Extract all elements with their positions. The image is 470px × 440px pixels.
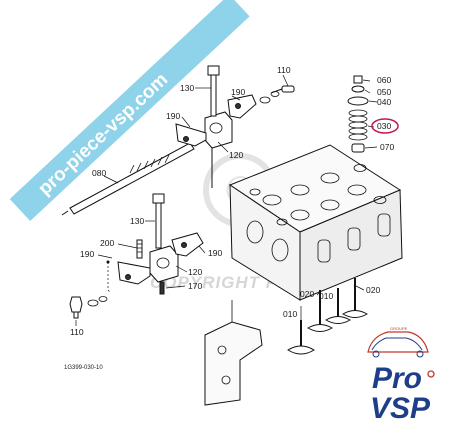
label-110-top: 110: [277, 65, 291, 75]
label-120-top: 120: [229, 150, 243, 160]
label-080: 080: [92, 168, 106, 178]
label-130-mid: 130: [130, 216, 144, 226]
pin-170: [159, 281, 165, 295]
valve-020-a: [307, 290, 333, 332]
spring-retainer-040: [347, 96, 369, 106]
valve-spring-030: [348, 109, 368, 141]
logo-vsp-text: VSP: [370, 392, 431, 425]
rocker-shaft-080: [61, 142, 195, 216]
label-010-a: 010: [283, 309, 297, 319]
label-190-d: 190: [208, 248, 222, 258]
valve-spring-stack: [347, 75, 369, 153]
valve-cap-050: [351, 85, 365, 93]
part-labels: 110 130 190 190 120 080 060 050 040 030 …: [70, 65, 399, 337]
cylinder-head: [204, 144, 403, 406]
logo-accent-dot: [427, 370, 435, 378]
label-010-b: 010: [319, 291, 333, 301]
rocker-arm-190-mid-left: [117, 261, 151, 285]
cylinder-head-side: [299, 189, 403, 301]
bolt-110-top: [281, 85, 295, 93]
shaft-spring: [129, 154, 170, 174]
car-silhouette-icon: GROUPE: [367, 326, 429, 358]
rocker-arm-190-right: [227, 94, 257, 119]
label-060: 060: [377, 75, 391, 85]
bolt-130-top: [210, 73, 217, 117]
logo-tagline: GROUPE: [390, 326, 408, 331]
cylinder-head-ports: [246, 213, 391, 263]
highlight-ring-030: [371, 118, 399, 134]
banner-ribbon: [9, 0, 250, 221]
label-130-top: 130: [180, 83, 194, 93]
banner-text: pro-piece-vsp.com: [34, 69, 172, 200]
bolt-130-mid: [155, 201, 162, 249]
rocker-bracket-120-mid: [149, 245, 179, 283]
rocker-arm-190-mid-right: [171, 232, 204, 257]
label-120-mid: 120: [188, 267, 202, 277]
label-070: 070: [380, 142, 394, 152]
bolt-110-bottom: [69, 296, 83, 313]
upper-rocker-assembly: [175, 65, 295, 188]
cylinder-head-holes: [249, 164, 387, 226]
engine-block-outline: [204, 321, 263, 406]
label-190-c: 190: [80, 249, 94, 259]
provsp-logo: GROUPE Pro VSP: [367, 326, 435, 425]
label-030: 030: [377, 121, 391, 131]
label-110-bottom: 110: [70, 327, 84, 337]
valve-010-b: [325, 288, 351, 324]
label-020-a: 020: [300, 289, 314, 299]
spring-200: [136, 239, 143, 259]
label-170: 170: [188, 281, 202, 291]
valve-cotter-060: [353, 75, 363, 84]
mid-rocker-assembly: [69, 193, 204, 319]
label-020-b: 020: [366, 285, 380, 295]
rocker-arm-190-left: [175, 123, 207, 147]
label-190-b: 190: [166, 111, 180, 121]
logo-pro-text: Pro: [372, 362, 422, 395]
valve-010-a: [287, 320, 315, 355]
valves: [287, 278, 368, 355]
label-040: 040: [377, 97, 391, 107]
valve-seal-070: [351, 143, 365, 153]
label-050: 050: [377, 87, 391, 97]
label-190-a: 190: [231, 87, 245, 97]
valve-020-b: [342, 278, 368, 318]
leader-lines: [75, 74, 378, 326]
label-200: 200: [100, 238, 114, 248]
diagram-reference-code: 1G399-030-10: [64, 365, 103, 371]
